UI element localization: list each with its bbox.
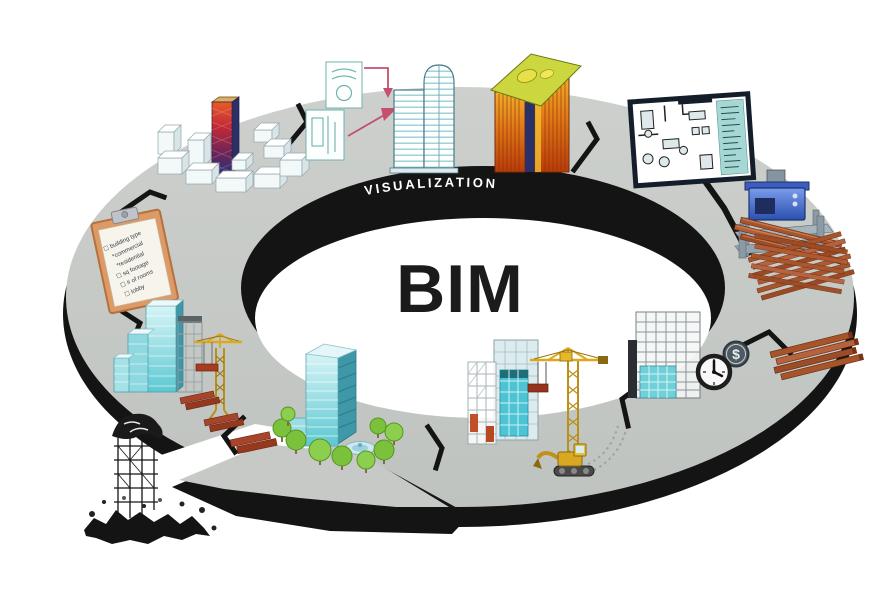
steel-lattice-pile-icon xyxy=(747,231,855,301)
floor-plan-icon xyxy=(627,91,757,189)
rubble-debris xyxy=(89,496,217,531)
crane-excavator-construction-icon xyxy=(467,339,627,477)
checklist-text: ☐ building type *commercial *residential… xyxy=(103,229,155,298)
sketch-card-upper xyxy=(325,61,363,109)
plan-furniture xyxy=(640,109,714,170)
massing-blocks-icon xyxy=(157,96,310,193)
sketch-to-model-icon xyxy=(305,61,459,174)
beam-pile xyxy=(179,390,221,411)
completed-tower-trees-icon xyxy=(272,343,404,473)
wireframe-tower-icon xyxy=(389,64,459,174)
demolished-building-icon xyxy=(84,413,217,544)
ring-hole xyxy=(255,218,711,418)
clipboard-checklist-icon: ☐ building type *commercial *residential… xyxy=(90,206,179,315)
tower-crane-icon xyxy=(194,333,242,421)
beam-stack-icon xyxy=(769,331,864,381)
beam-pile xyxy=(203,412,245,433)
design-arrows-icon xyxy=(347,67,397,137)
trees-icon xyxy=(272,406,404,473)
concept-tower-icon xyxy=(210,96,241,177)
tower-crane-icon xyxy=(527,347,608,475)
schedule-cost-building-icon: $ xyxy=(628,311,750,399)
energy-model-building-icon xyxy=(490,53,582,173)
sketch-card-lower xyxy=(305,109,345,161)
solar-roof-panel xyxy=(490,53,582,107)
lifecycle-ring xyxy=(63,87,857,527)
currency-symbol: $ xyxy=(732,346,740,362)
ring-tail-arrow xyxy=(152,424,470,534)
clock-icon xyxy=(695,353,733,391)
dollar-coin-icon: $ xyxy=(722,340,750,368)
crane-building-construction-icon xyxy=(113,299,278,454)
beam-pile xyxy=(229,431,278,454)
vehicle-tracks xyxy=(587,425,627,471)
bim-title: BIM xyxy=(396,251,524,327)
excavator-icon xyxy=(533,443,595,477)
